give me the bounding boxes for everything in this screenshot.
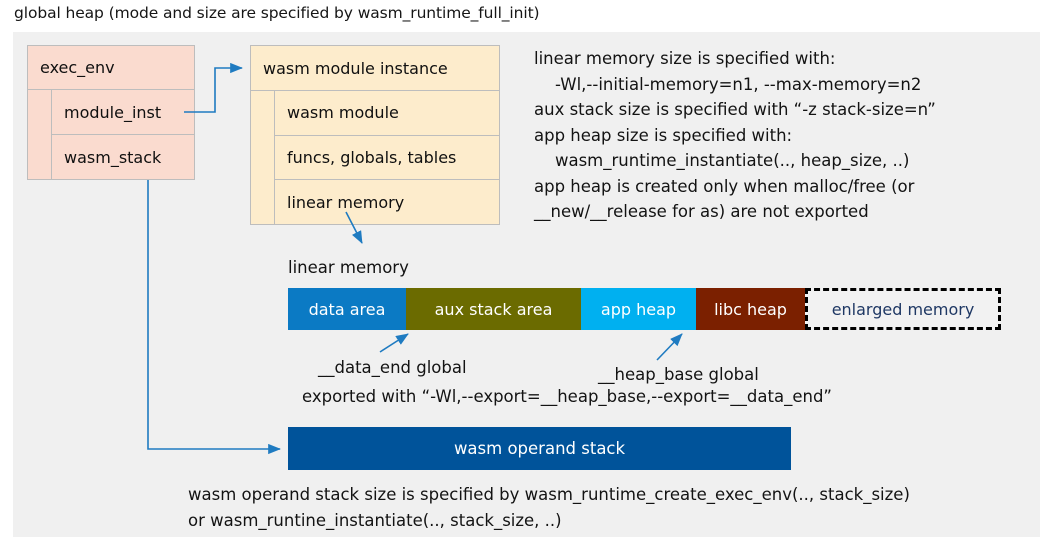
exec-env-header: exec_env [28, 46, 194, 90]
wasm-module-instance-gutter [251, 91, 275, 225]
memory-segment-data-area: data area [288, 288, 406, 330]
exec-env-rows: module_inst wasm_stack [52, 90, 194, 180]
linear-memory-label: linear memory [288, 258, 409, 277]
annotation-heap-base: __heap_base global [598, 365, 759, 384]
exec-env-field-wasm-stack: wasm_stack [64, 148, 162, 167]
exec-env-gutter [28, 90, 52, 180]
module-instance-field-wasm-module: wasm module [275, 91, 499, 136]
memory-segment-enlarged-memory: enlarged memory [805, 288, 1001, 330]
wasm-operand-stack-label: wasm operand stack [453, 439, 626, 458]
memory-segment-app-heap: app heap [581, 288, 696, 330]
exec-env-field-module-inst: module_inst [52, 90, 194, 135]
wasm-module-instance-rows: wasm module funcs, globals, tables linea… [275, 91, 499, 225]
wasm-module-instance-body: wasm module funcs, globals, tables linea… [251, 91, 499, 225]
module-instance-field-funcs-globals-tables: funcs, globals, tables [275, 136, 499, 181]
wasm-operand-stack-bar: wasm operand stack [288, 427, 791, 470]
memory-segment-libc-heap: libc heap [696, 288, 805, 330]
operand-stack-notes: wasm operand stack size is specified by … [188, 485, 910, 530]
diagram-title: global heap (mode and size are specified… [14, 4, 540, 22]
annotation-data-end: __data_end global [318, 358, 467, 377]
exec-env-body: module_inst wasm_stack [28, 90, 194, 180]
memory-segment-aux-stack-area: aux stack area [406, 288, 581, 330]
memory-config-notes: linear memory size is specified with: -W… [534, 49, 936, 221]
wasm-module-instance-box: wasm module instance wasm module funcs, … [250, 45, 500, 225]
exec-env-box: exec_env module_inst wasm_stack [27, 45, 195, 180]
wasm-module-instance-header: wasm module instance [251, 46, 499, 91]
annotation-exported-with: exported with “-Wl,--export=__heap_base,… [302, 387, 832, 406]
module-instance-field-linear-memory: linear memory [287, 192, 405, 212]
